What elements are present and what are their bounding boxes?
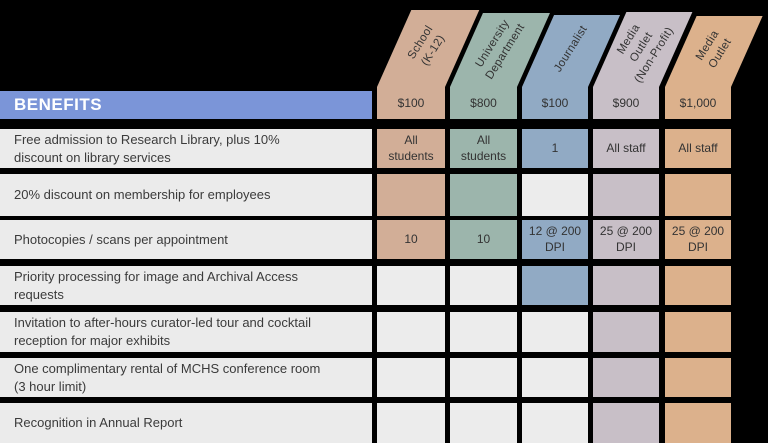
column-header-school-k12: School (K-12) $100	[377, 10, 480, 119]
benefit-cell: 1	[522, 129, 588, 168]
benefit-row-label: One complimentary rental of MCHS confere…	[0, 358, 372, 397]
benefit-cell: 10	[377, 220, 445, 259]
benefit-cell	[665, 266, 731, 305]
benefit-cell	[593, 266, 659, 305]
benefit-row-label: 20% discount on membership for employees	[0, 174, 372, 216]
benefit-cell: All students	[377, 129, 445, 168]
column-price: $900	[593, 87, 659, 119]
benefit-cell	[665, 174, 731, 216]
column-header-journalist: Journalist $100	[522, 15, 621, 119]
column-header-media-outlet: Media Outlet $1,000	[665, 16, 763, 119]
benefit-cell	[522, 312, 588, 352]
benefit-cell	[377, 358, 445, 397]
benefit-cell	[593, 358, 659, 397]
benefit-cell: All staff	[665, 129, 731, 168]
benefit-cell	[665, 358, 731, 397]
column-price: $100	[377, 87, 445, 119]
benefit-cell	[665, 312, 731, 352]
benefit-cell	[377, 403, 445, 443]
benefit-cell	[522, 266, 588, 305]
benefit-row-label: Priority processing for image and Archiv…	[0, 266, 372, 305]
column-price: $100	[522, 87, 588, 119]
benefit-cell	[450, 403, 517, 443]
benefit-cell	[450, 174, 517, 216]
benefit-cell	[450, 266, 517, 305]
benefit-cell	[377, 174, 445, 216]
benefit-cell	[377, 312, 445, 352]
benefit-cell	[665, 403, 731, 443]
column-header-media-outlet-nonprofit: Media Outlet (Non-Profit) $900	[593, 12, 693, 119]
benefit-cell	[522, 174, 588, 216]
benefit-cell: 25 @ 200 DPI	[665, 220, 731, 259]
benefit-row-label: Recognition in Annual Report	[0, 403, 372, 443]
benefits-header-label: BENEFITS	[14, 95, 103, 114]
benefit-cell	[450, 312, 517, 352]
benefit-cell	[593, 312, 659, 352]
benefit-row-label: Photocopies / scans per appointment	[0, 220, 372, 259]
benefit-cell: All students	[450, 129, 517, 168]
benefit-row-label: Invitation to after-hours curator-led to…	[0, 312, 372, 352]
benefit-cell: All staff	[593, 129, 659, 168]
column-header-university-department: University Department $800	[450, 13, 550, 119]
benefit-cell: 10	[450, 220, 517, 259]
benefit-cell	[450, 358, 517, 397]
benefits-header-bar: BENEFITS	[0, 91, 372, 119]
benefit-cell: 25 @ 200 DPI	[593, 220, 659, 259]
benefit-cell	[593, 174, 659, 216]
benefit-row-label: Free admission to Research Library, plus…	[0, 129, 372, 168]
benefit-cell	[593, 403, 659, 443]
column-price: $800	[450, 87, 517, 119]
benefit-cell	[522, 403, 588, 443]
benefit-cell: 12 @ 200 DPI	[522, 220, 588, 259]
benefit-cell	[377, 266, 445, 305]
benefit-cell	[522, 358, 588, 397]
column-price: $1,000	[665, 87, 731, 119]
